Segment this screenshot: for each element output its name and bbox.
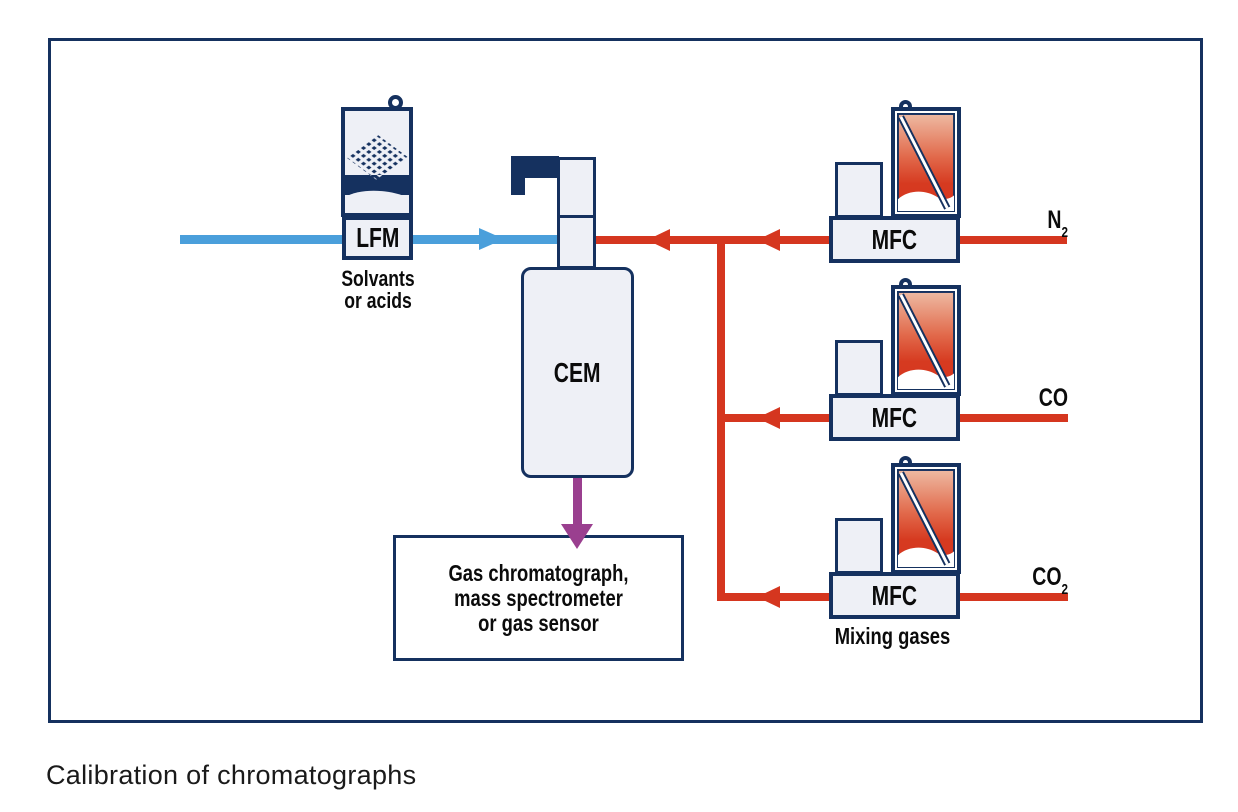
mfc-unit: MFC (829, 216, 960, 263)
mfc-gauge-icon (897, 291, 955, 390)
vapor-flow-arrow-icon (561, 524, 593, 549)
mfc-label: MFC (871, 401, 918, 433)
mfc-sensor-box (835, 340, 883, 396)
gas-flow-arrow-icon (757, 407, 780, 429)
cem-neck-lower (557, 215, 596, 269)
mfc-label: MFC (871, 579, 918, 611)
output-device-box: Gas chromatograph, mass spectrometer or … (393, 535, 684, 661)
gas-symbol-sub: 2 (1061, 224, 1068, 241)
gas-flow-arrow-icon (647, 229, 670, 251)
mfc-sensor-box (835, 162, 883, 218)
mfc-gauge-icon (897, 113, 955, 212)
cem-unit: CEM (521, 267, 634, 478)
gas-symbol: CO (1038, 384, 1068, 412)
cem-inlet-pipe-icon (511, 156, 525, 195)
mfc-gauge (891, 107, 961, 218)
gas-label-co2: CO2 (990, 563, 1068, 597)
liquid-flow-arrow-icon (479, 228, 504, 250)
lfm-display (341, 107, 413, 217)
lfm-sublabel-line1: Solvants (341, 266, 415, 291)
gas-flow-arrow-icon (757, 229, 780, 251)
vapor-outlet-line (573, 477, 582, 525)
gas-feed-line-co2 (958, 593, 1068, 601)
lfm-sublabel: Solvants or acids (322, 268, 434, 312)
mfc-unit: MFC (829, 572, 960, 619)
gas-label-n2: N2 (990, 206, 1068, 240)
mfc-unit: MFC (829, 394, 960, 441)
output-box-line3: or gas sensor (478, 609, 599, 636)
lfm-matrix-icon (345, 135, 409, 212)
cem-label: CEM (554, 356, 601, 388)
mfc-gauge (891, 285, 961, 396)
lfm-sublabel-line2: or acids (344, 288, 412, 313)
gas-symbol-sub: 2 (1061, 581, 1068, 598)
mfc-label: MFC (871, 223, 918, 255)
gas-feed-line-co (958, 414, 1068, 422)
mfc-gauge (891, 463, 961, 574)
output-box-line1: Gas chromatograph, (448, 559, 629, 586)
lfm-label: LFM (355, 222, 400, 253)
mixing-gases-label: Mixing gases (834, 623, 951, 649)
gas-label-co: CO (990, 384, 1068, 413)
gas-symbol: CO (1032, 563, 1062, 591)
gas-flow-arrow-icon (757, 586, 780, 608)
lfm-unit: LFM (342, 216, 413, 260)
output-box-line2: mass spectrometer (454, 584, 623, 611)
mfc-sensor-box (835, 518, 883, 574)
gas-symbol: N (1047, 206, 1062, 234)
cem-neck-upper (557, 157, 596, 218)
figure-caption: Calibration of chromatographs (46, 760, 417, 790)
mfc-gauge-icon (897, 469, 955, 568)
